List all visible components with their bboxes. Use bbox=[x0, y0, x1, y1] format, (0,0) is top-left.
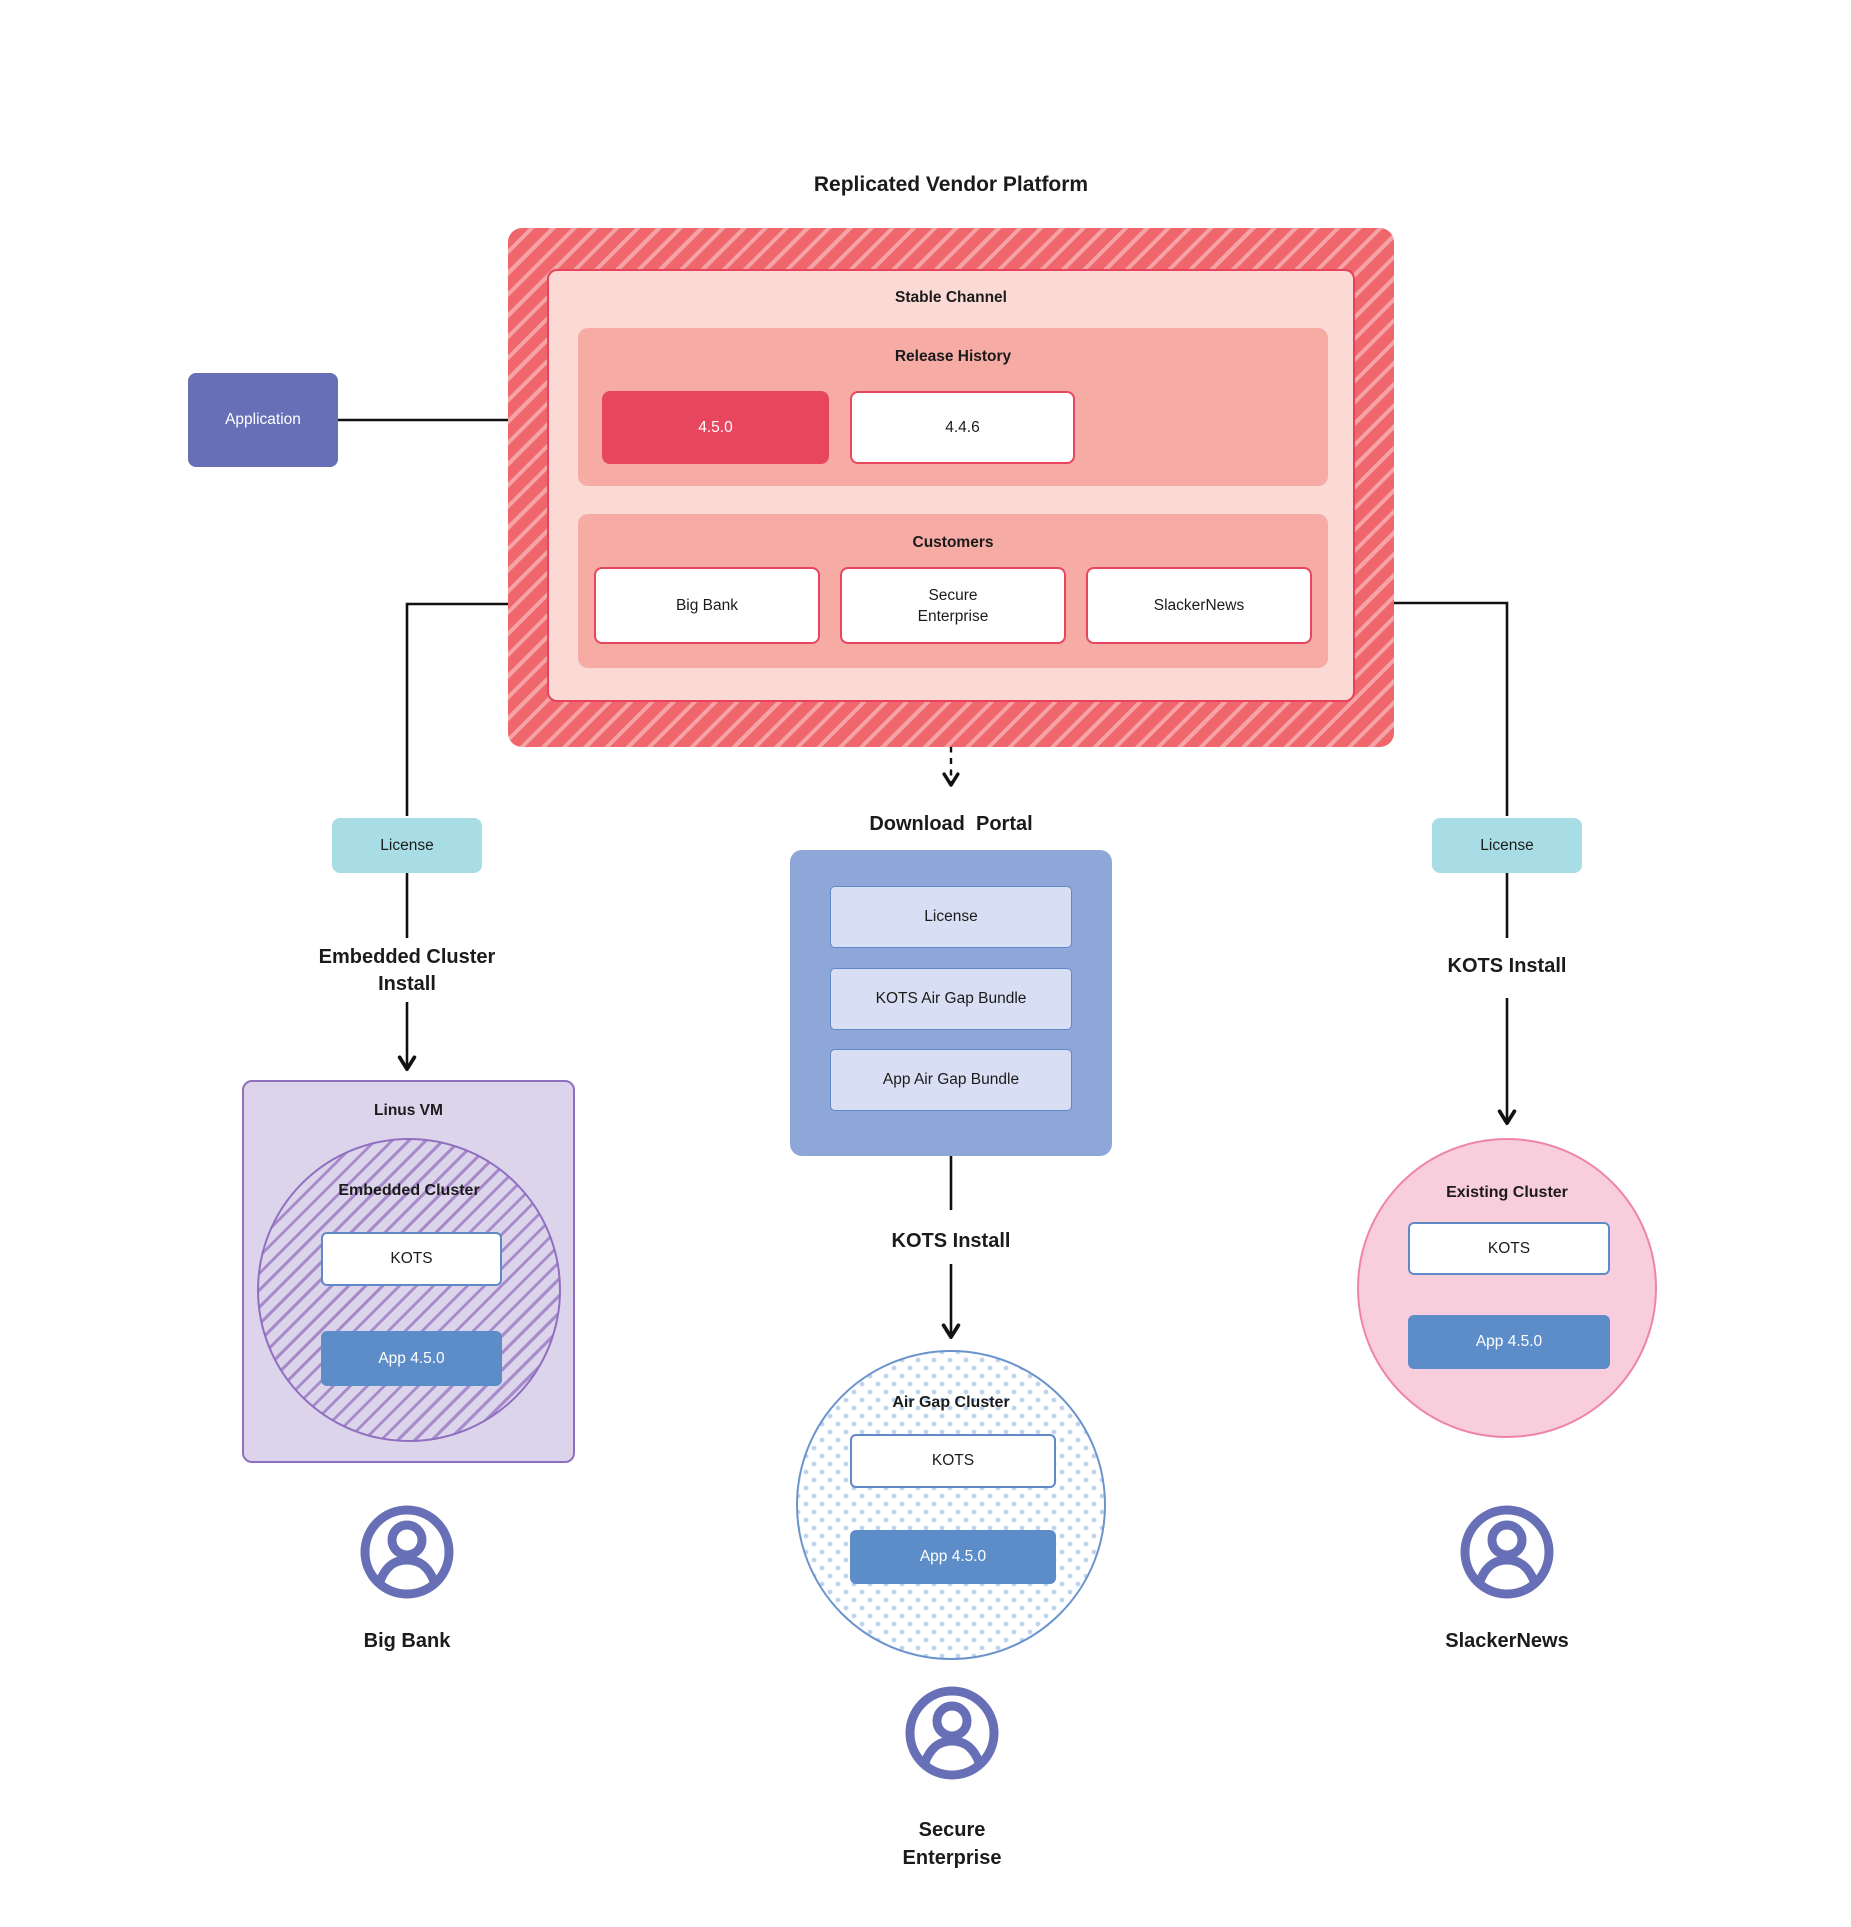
existing-cluster-circle: Existing Cluster KOTS App 4.5.0 bbox=[1357, 1138, 1657, 1438]
big-bank-user-label: Big Bank bbox=[363, 1630, 451, 1652]
diagram-title: Replicated Vendor Platform bbox=[813, 173, 1089, 196]
portal-item-app-bundle: App Air Gap Bundle bbox=[830, 1049, 1072, 1111]
linus-vm-label: Linus VM bbox=[374, 1102, 443, 1119]
secure-enterprise-user-label-text: Secure Enterprise bbox=[902, 1819, 1002, 1869]
customer-slackernews: SlackerNews bbox=[1086, 567, 1312, 644]
customer-secure-enterprise-label: Secure Enterprise bbox=[917, 586, 989, 625]
release-4-4-6: 4.4.6 bbox=[850, 391, 1075, 464]
secure-enterprise-user-icon bbox=[905, 1686, 999, 1780]
customers-label: Customers bbox=[912, 534, 994, 551]
air-gap-cluster-label: Air Gap Cluster bbox=[892, 1394, 1010, 1411]
slackernews-user-icon bbox=[1460, 1505, 1554, 1599]
download-portal-container: License KOTS Air Gap Bundle App Air Gap … bbox=[790, 850, 1112, 1156]
release-history-label: Release History bbox=[894, 348, 1012, 365]
app-node-mid: App 4.5.0 bbox=[850, 1530, 1056, 1584]
application-node: Application bbox=[188, 373, 338, 467]
embedded-cluster-circle: Embedded Cluster KOTS App 4.5.0 bbox=[257, 1138, 561, 1442]
embedded-cluster-install-label: Embedded Cluster Install bbox=[318, 946, 496, 995]
app-node-right: App 4.5.0 bbox=[1408, 1315, 1610, 1369]
kots-install-mid-label: KOTS Install bbox=[891, 1230, 1011, 1252]
air-gap-cluster-circle: Air Gap Cluster KOTS App 4.5.0 bbox=[796, 1350, 1106, 1660]
license-node-left: License bbox=[332, 818, 482, 873]
customer-big-bank: Big Bank bbox=[594, 567, 820, 644]
customer-slackernews-label: SlackerNews bbox=[1153, 596, 1245, 614]
slackernews-user-label: SlackerNews bbox=[1445, 1630, 1569, 1652]
kots-node-left: KOTS bbox=[321, 1232, 502, 1286]
stable-channel-label: Stable Channel bbox=[895, 289, 1007, 306]
download-portal-title: Download Portal bbox=[869, 813, 1033, 835]
stable-channel-container: Stable Channel Release History 4.5.0 4.4… bbox=[547, 269, 1355, 702]
kots-node-right: KOTS bbox=[1408, 1222, 1610, 1275]
kots-install-right-label: KOTS Install bbox=[1447, 955, 1567, 977]
release-history-container: Release History 4.5.0 4.4.6 bbox=[578, 328, 1328, 486]
portal-item-license: License bbox=[830, 886, 1072, 948]
release-4-5-0: 4.5.0 bbox=[602, 391, 829, 464]
embedded-cluster-label: Embedded Cluster bbox=[338, 1182, 480, 1199]
existing-cluster-label: Existing Cluster bbox=[1446, 1184, 1568, 1201]
kots-node-mid: KOTS bbox=[850, 1434, 1056, 1488]
customer-secure-enterprise: Secure Enterprise bbox=[840, 567, 1066, 644]
customers-container: Customers Big Bank Secure Enterprise Sla… bbox=[578, 514, 1328, 668]
customer-big-bank-label: Big Bank bbox=[675, 596, 739, 614]
big-bank-user-icon bbox=[360, 1505, 454, 1599]
linus-vm-container: Linus VM Embedded Cluster KOTS App 4.5.0 bbox=[242, 1080, 575, 1463]
license-node-right: License bbox=[1432, 818, 1582, 873]
vendor-platform-container: Stable Channel Release History 4.5.0 4.4… bbox=[508, 228, 1394, 747]
app-node-left: App 4.5.0 bbox=[321, 1331, 502, 1386]
portal-item-kots-bundle: KOTS Air Gap Bundle bbox=[830, 968, 1072, 1030]
secure-enterprise-user-label: Secure Enterprise bbox=[802, 1816, 1102, 1872]
